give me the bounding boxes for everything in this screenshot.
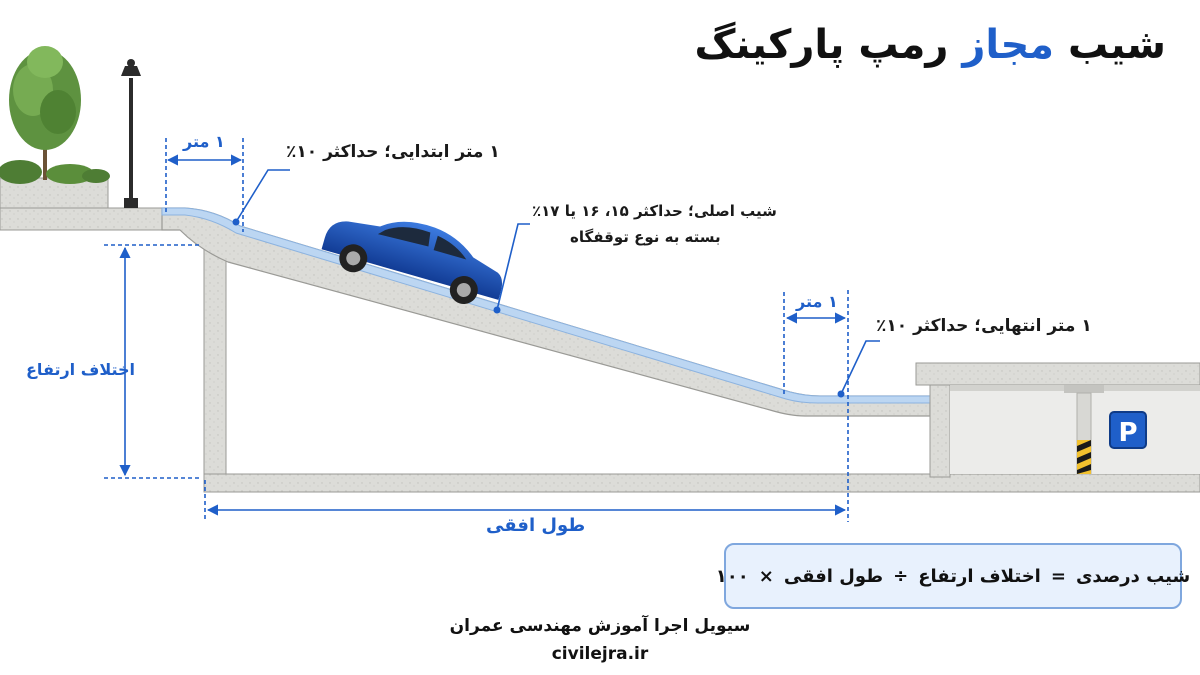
formula-equals: = [1050,565,1066,587]
street-slab [0,177,163,231]
title-part-1: شیب [1067,22,1166,68]
main-slope-label: شیب اصلی؛ حداکثر ۱۵، ۱۶ یا ۱۷٪ [532,202,777,220]
shrubs-icon [0,160,110,184]
formula-numerator: اختلاف ارتفاع [918,565,1041,587]
floor-slab [203,473,1200,493]
main-slope-sublabel: بسته به نوع توقفگاه [570,228,721,246]
dimension-lines [104,138,880,522]
bottom-1m-label: ۱ متر [796,292,838,311]
footer-name: سیویل اجرا آموزش مهندسی عمران [449,616,751,636]
page-title: شیب مجاز رمپ پارکینگ [694,22,1166,68]
leader-dots [232,218,845,398]
height-difference-label: اختلاف ارتفاع [26,360,136,379]
formula-divide: ÷ [893,565,909,587]
final-slope-label: ۱ متر انتهایی؛ حداکثر ۱۰٪ [876,316,1092,336]
tree-icon [9,46,81,180]
formula-times: × [758,565,774,587]
formula-factor: ۱۰۰ [715,565,749,587]
title-accent: مجاز [962,22,1055,68]
footer-site[interactable]: civilejra.ir [551,644,649,664]
parking-garage: P [915,362,1200,478]
parking-sign-letter: P [1118,418,1137,448]
horizontal-length-label: طول افقی [486,515,586,536]
formula-lhs: شیب درصدی [1075,565,1191,587]
formula-box: شیب درصدی = اختلاف ارتفاع ÷ طول افقی × ۱… [716,543,1190,609]
initial-slope-label: ۱ متر ابتدایی؛ حداکثر ۱۰٪ [286,142,500,162]
hazard-stripes [1077,440,1091,474]
top-1m-label: ۱ متر [183,132,225,151]
street-lamp-icon [121,59,141,208]
parking-sign-icon [1109,411,1147,449]
support-wall [203,229,227,481]
title-part-2: رمپ پارکینگ [694,22,949,68]
car-icon [321,221,503,304]
formula-denominator: طول افقی [783,565,884,587]
